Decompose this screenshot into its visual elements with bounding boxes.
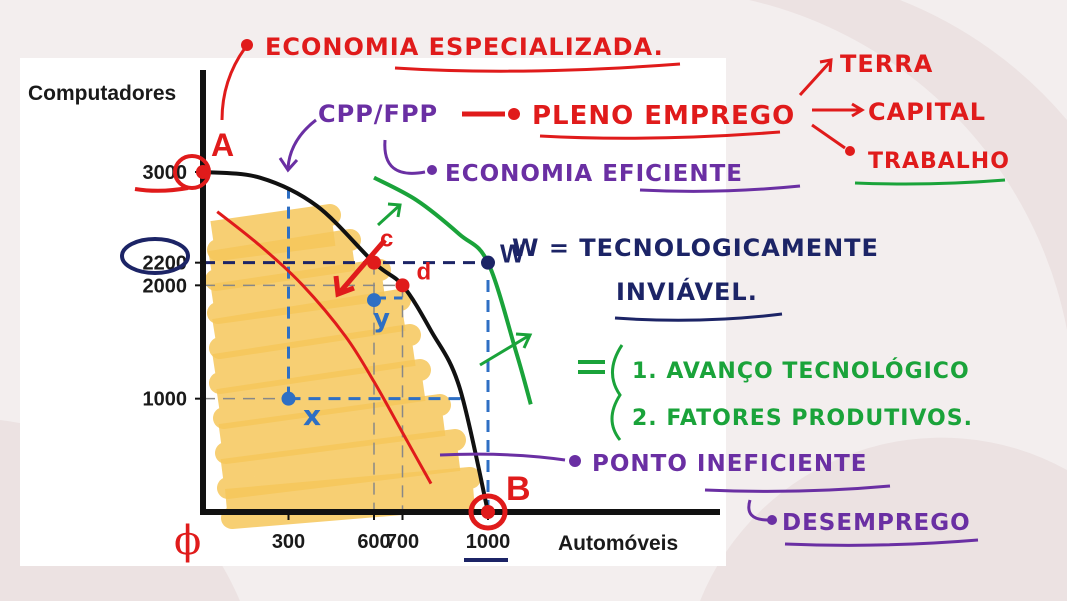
point-b bbox=[481, 505, 495, 519]
scribble-stroke bbox=[213, 359, 431, 429]
origin-label: ϕ bbox=[174, 518, 201, 564]
axes bbox=[200, 70, 720, 515]
guide-dot bbox=[281, 391, 296, 406]
point-d bbox=[395, 278, 410, 293]
note-avanco-tecnologico: 1. AVANÇO TECNOLÓGICO bbox=[632, 358, 970, 384]
note-terra: TERRA bbox=[840, 50, 933, 78]
point-label-d: d bbox=[417, 258, 432, 285]
note-economia-eficiente: ECONOMIA EFICIENTE bbox=[445, 161, 743, 187]
feasible-area-scribble bbox=[205, 204, 481, 529]
scribble-stroke bbox=[207, 259, 391, 324]
series-ppf-expanded bbox=[373, 175, 533, 405]
guide-dot bbox=[367, 293, 381, 308]
note-fatores-produtivos: 2. FATORES PRODUTIVOS. bbox=[632, 406, 973, 431]
series-ppf-frontier bbox=[202, 170, 490, 513]
point-c bbox=[367, 255, 381, 270]
note-w-line1: W = TECNOLOGICAMENTE bbox=[512, 234, 879, 262]
x-axis-label: Automóveis bbox=[558, 532, 678, 555]
series-layer bbox=[202, 170, 533, 513]
note-w-line2: INVIÁVEL. bbox=[616, 277, 758, 306]
highlight-3000 bbox=[173, 154, 211, 190]
annotations: ECONOMIA ESPECIALIZADA. CPP/FPP PLENO EM… bbox=[220, 33, 1010, 547]
scribble-stroke bbox=[209, 324, 421, 394]
highlight-B bbox=[468, 493, 508, 531]
underline-3000 bbox=[134, 186, 189, 193]
y-tick-label: 3000 bbox=[143, 162, 188, 184]
point-label-a: A bbox=[211, 127, 234, 163]
mark-y: y bbox=[373, 304, 391, 334]
scribble-stroke bbox=[205, 229, 361, 291]
scribble-stroke bbox=[215, 394, 451, 464]
scribble-stroke bbox=[217, 429, 466, 499]
highlight-2200 bbox=[120, 237, 190, 275]
note-trabalho: TRABALHO bbox=[868, 149, 1010, 174]
x-tick-label: 1000 bbox=[466, 531, 511, 553]
scribble-stroke bbox=[209, 289, 411, 359]
point-label-b: B bbox=[506, 470, 531, 508]
y-tick-label: 2000 bbox=[143, 275, 188, 297]
point-w bbox=[481, 255, 495, 270]
connector-A bbox=[220, 47, 247, 121]
x-tick-label: 700 bbox=[386, 531, 419, 553]
x-tick-label: 300 bbox=[272, 531, 305, 553]
note-cpp-fpp: CPP/FPP bbox=[318, 100, 438, 128]
point-label-c: c bbox=[380, 226, 393, 253]
shift-out-arrow-1 bbox=[376, 203, 402, 227]
highlight-circles bbox=[120, 154, 508, 562]
note-economia-especializada: ECONOMIA ESPECIALIZADA. bbox=[265, 33, 664, 61]
shift-in-arrow bbox=[338, 238, 387, 294]
note-desemprego: DESEMPREGO bbox=[782, 510, 971, 536]
mark-x: x bbox=[303, 399, 322, 432]
note-ponto-ineficiente: PONTO INEFICIENTE bbox=[592, 451, 868, 477]
x-tick-label: 600 bbox=[357, 531, 390, 553]
point-layer: A Bcd W bbox=[196, 127, 531, 519]
shift-out-arrow-2 bbox=[479, 333, 531, 367]
series-ppf-shrunk bbox=[216, 210, 433, 485]
y-axis-label: Computadores bbox=[28, 82, 176, 105]
y-tick-label: 1000 bbox=[143, 389, 188, 411]
note-capital: CAPITAL bbox=[868, 98, 986, 126]
note-pleno-emprego: PLENO EMPREGO bbox=[532, 101, 795, 131]
reference-lines bbox=[203, 190, 490, 512]
point-a bbox=[196, 165, 210, 179]
shift-arrows bbox=[333, 202, 533, 367]
point-label-w: W bbox=[500, 239, 525, 269]
scribble-stroke bbox=[221, 467, 481, 529]
